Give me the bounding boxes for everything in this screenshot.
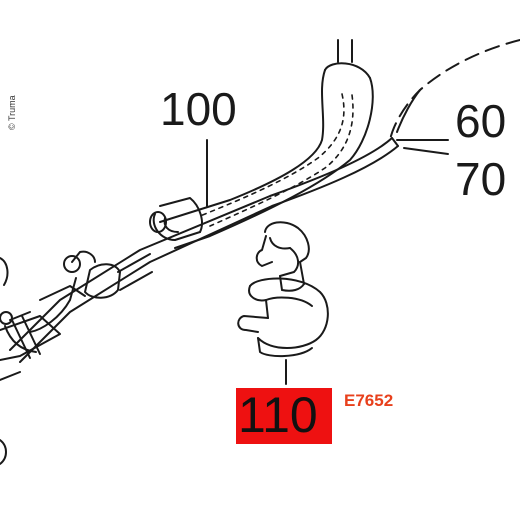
connector-assembly: [0, 250, 153, 465]
tube-70: [9, 137, 399, 363]
pipe-clip-110: [237, 221, 329, 358]
part-label-110: 110: [238, 387, 318, 443]
part-label-100: 100: [160, 83, 237, 135]
part-label-70: 70: [455, 153, 507, 205]
hose-clamp: [149, 197, 203, 241]
cable-60: [389, 39, 520, 141]
article-number: E7652: [344, 391, 394, 410]
highlight-box: [236, 388, 332, 444]
leader-lines: [206, 139, 449, 385]
part-label-60: 60: [455, 95, 507, 147]
hose-100: [159, 39, 374, 249]
copyright-text: © Truma: [7, 95, 17, 130]
